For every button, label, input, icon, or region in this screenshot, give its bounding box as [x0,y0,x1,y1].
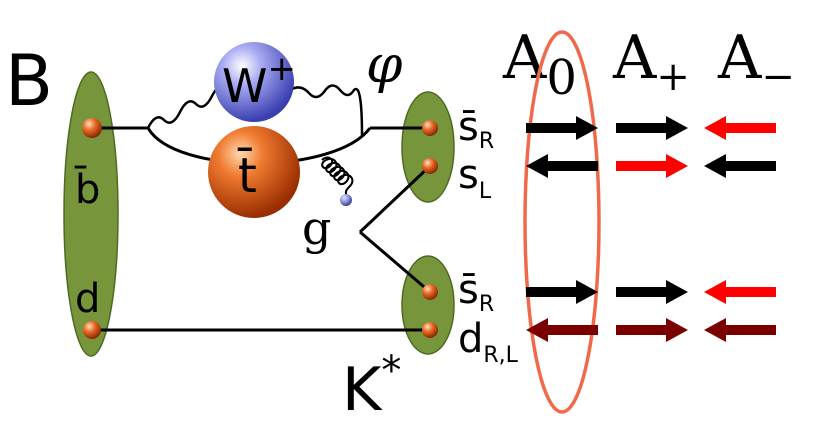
vertex-to-sbar-line [359,230,431,294]
w-boson-text: W [222,59,267,113]
amp-a0-label: A0 [502,23,577,106]
phi-s-sub: L [479,179,492,204]
arrow-k-d-a0-left [526,318,598,342]
phi-meson-ellipse [401,91,455,203]
kstar-base: K [342,355,383,425]
arrow-k-sbar-aminus-left [704,280,776,304]
b-meson-label: B [5,40,53,122]
s-to-vertex-line [358,164,432,234]
k-sbar-sub: R [479,292,494,317]
k-d-dot [422,322,438,338]
gluon-line [321,156,354,199]
amp-a0-base: A [502,23,547,93]
w-boson-label: W+ [222,49,296,113]
phi-s-base: s [458,152,479,198]
amp-aplus-label: A+ [612,23,690,100]
amp-aminus-base: A [717,23,762,93]
w-boson-line [146,84,364,137]
k-sbar-base: s̄ [458,267,479,313]
top-quark-sphere [208,126,300,218]
phi-meson-label: φ [366,35,403,95]
helicity-arrows [526,116,776,342]
arrow-k-d-aplus-right [616,318,688,342]
amp-aminus-label: A− [717,23,795,100]
d-quark-label-left: d [75,276,100,322]
arrow-phi-sbar-aplus-right [616,116,688,140]
amp-aplus-sub: + [656,54,690,100]
d-quark-dot-left [83,321,101,339]
arrow-k-sbar-a0-right [526,280,598,304]
arrow-k-sbar-aplus-right [616,280,688,304]
bbar-quark-dot [82,118,102,138]
phi-sbar-dot [422,120,438,136]
arrow-k-d-aminus-left [704,318,776,342]
k-d-label: dR,L [458,316,519,368]
bbar-quark-label: b̄ [74,165,100,213]
phi-s-label: sL [458,152,492,204]
amp-aplus-base: A [612,23,657,93]
k-d-base: d [458,316,483,362]
phi-sbar-label: s̄R [458,104,494,154]
kstar-meson-label: K* [342,348,401,425]
arrow-phi-s-aminus-left [704,154,776,178]
w-boson-sphere [214,42,294,122]
top-quark-label: t̄ [238,147,257,204]
k-sbar-label: s̄R [458,267,494,317]
w-boson-charge: + [267,49,296,89]
amp-aminus-sub: − [761,54,795,100]
k-d-sub: R,L [483,343,518,368]
gluon-label: g [302,201,331,255]
phi-s-dot [422,158,438,174]
arrow-phi-s-a0-left [526,154,598,178]
k-sbar-dot [422,284,438,300]
gluon-vertex-dot [340,194,352,206]
kstar-sup: * [381,348,401,394]
phi-sbar-base: s̄ [458,104,479,150]
b-meson-ellipse [63,71,119,357]
phi-sbar-sub: R [479,129,494,154]
kstar-meson-ellipse [401,255,455,355]
a0-highlight-ellipse [523,30,601,414]
arrow-phi-sbar-aminus-left [704,116,776,140]
arrow-phi-s-aplus-right [616,154,688,178]
arrow-phi-sbar-a0-right [526,116,598,140]
amp-a0-sub: 0 [546,50,577,106]
